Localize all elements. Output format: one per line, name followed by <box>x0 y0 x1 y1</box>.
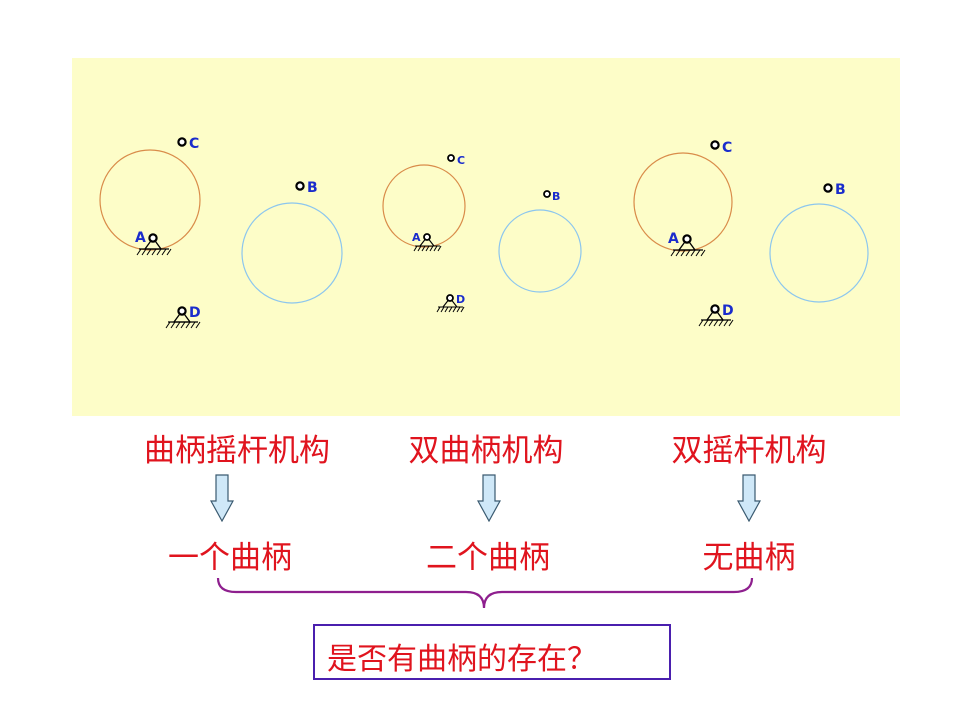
diagram-double-rocker: A C B D <box>633 140 869 327</box>
ground-support-icon <box>698 307 734 327</box>
crank-count-one: 一个曲柄 <box>168 540 292 576</box>
point-label-c: C <box>189 136 199 152</box>
rocker-path-circle <box>241 202 343 304</box>
mechanism-name-double-rocker: 双摇杆机构 <box>671 433 827 469</box>
ground-support-icon <box>413 236 442 252</box>
point-label-b: B <box>835 182 846 198</box>
ground-support-icon <box>670 237 706 257</box>
pin-joint-icon <box>148 233 158 243</box>
ground-support-icon <box>165 309 201 329</box>
pin-joint-icon <box>295 181 305 191</box>
diagram-panel <box>72 58 900 416</box>
point-label-b: B <box>552 190 560 203</box>
ground-support-icon <box>436 297 465 313</box>
rocker-path-circle <box>769 203 869 303</box>
pin-joint-icon <box>710 140 720 150</box>
rocker-path-circle <box>498 209 582 293</box>
question-box: 是否有曲柄的存在？ <box>313 624 671 680</box>
mechanism-name-crank-rocker: 曲柄摇杆机构 <box>144 433 330 469</box>
down-arrow-icon <box>210 474 234 522</box>
diagram-crank-rocker: A C B D <box>99 136 343 329</box>
point-label-c: C <box>722 140 732 156</box>
down-arrow-icon <box>737 474 761 522</box>
point-label-d: D <box>722 303 734 319</box>
pin-joint-icon <box>823 183 833 193</box>
crank-count-none: 无曲柄 <box>702 540 796 576</box>
pin-joint-icon <box>446 294 454 302</box>
mechanism-name-double-crank: 双曲柄机构 <box>408 433 564 469</box>
crank-path-circle <box>633 152 733 252</box>
pin-joint-icon <box>423 233 431 241</box>
point-label-d: D <box>456 293 465 306</box>
point-label-a: A <box>668 231 679 247</box>
point-label-c: C <box>457 154 465 167</box>
ground-support-icon <box>136 236 172 256</box>
down-arrow-icon <box>477 474 501 522</box>
crank-count-two: 二个曲柄 <box>426 540 550 576</box>
curly-brace-icon <box>216 577 754 609</box>
pin-joint-icon <box>177 137 187 147</box>
pin-joint-icon <box>447 154 455 162</box>
pin-joint-icon <box>543 190 551 198</box>
pin-joint-icon <box>710 304 720 314</box>
point-label-a: A <box>412 231 421 244</box>
point-label-d: D <box>189 305 201 321</box>
pin-joint-icon <box>177 306 187 316</box>
question-text: 是否有曲柄的存在？ <box>327 642 597 677</box>
point-label-a: A <box>135 230 146 246</box>
point-label-b: B <box>307 180 318 196</box>
pin-joint-icon <box>682 234 692 244</box>
diagram-double-crank: A C B D <box>382 154 582 313</box>
